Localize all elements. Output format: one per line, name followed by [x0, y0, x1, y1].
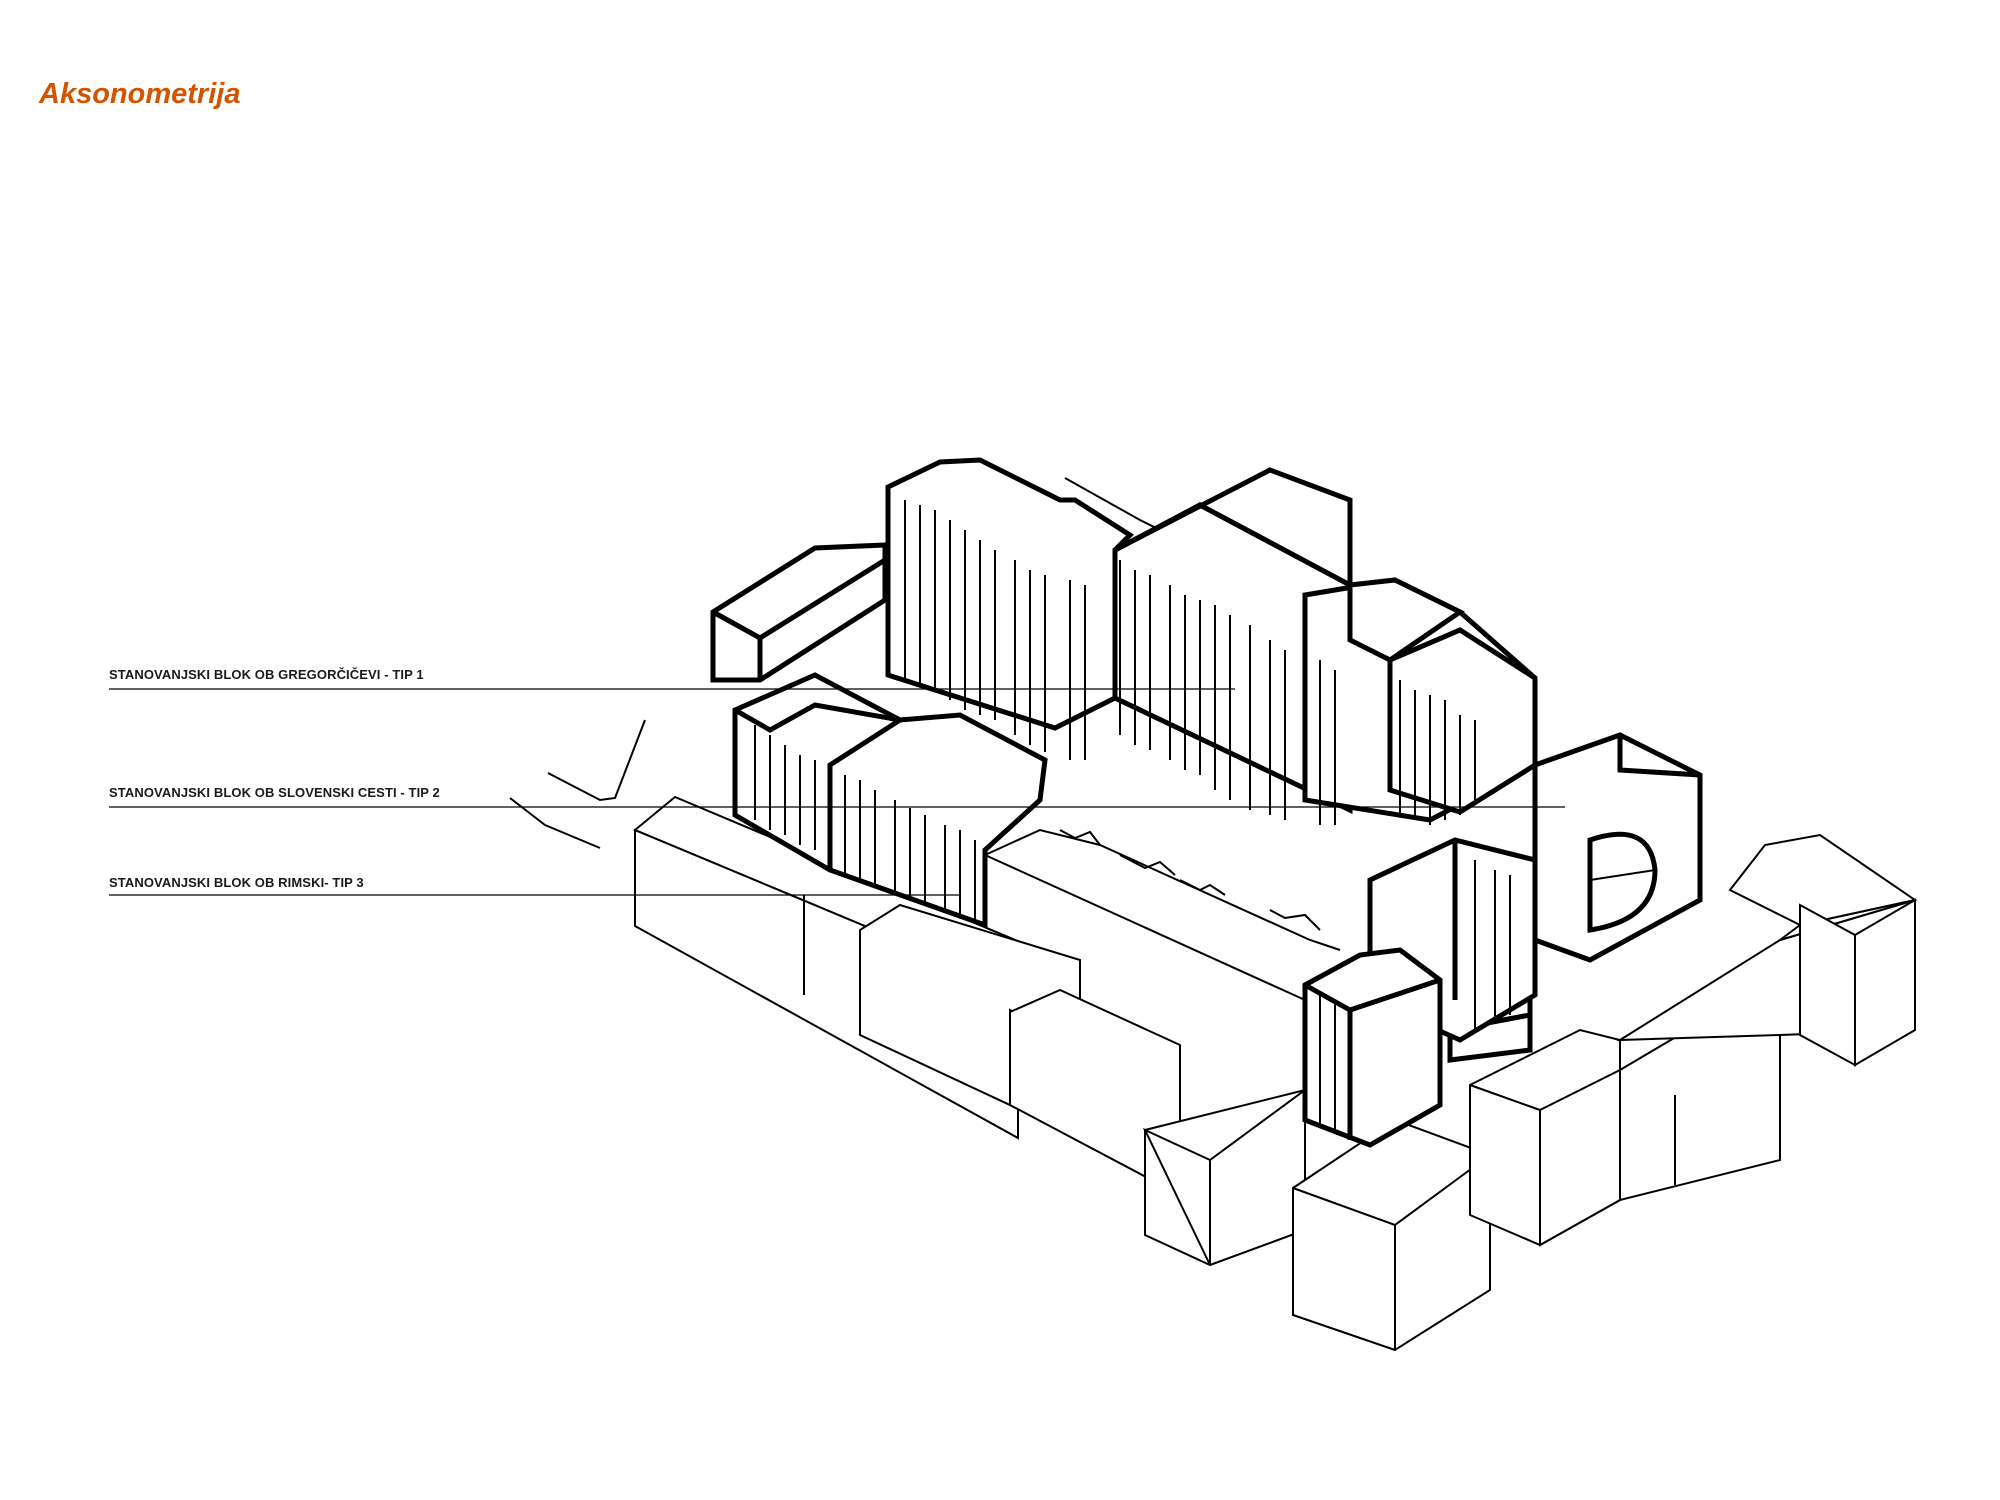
callout-label-tip-1: STANOVANJSKI BLOK OB GREGORČIČEVI - TIP …: [109, 667, 424, 682]
callout-leaders: [109, 688, 1565, 896]
block-rimska-tip-3: [1302, 732, 1703, 1148]
callout-label-tip-3: STANOVANJSKI BLOK OB RIMSKI- TIP 3: [109, 875, 364, 890]
existing-buildings: [633, 795, 1918, 1352]
callout-label-tip-2: STANOVANJSKI BLOK OB SLOVENSKI CESTI - T…: [109, 785, 440, 800]
block-gregorciceva-tip-1: [710, 457, 1538, 825]
page-title: Aksonometrija: [39, 78, 241, 110]
block-slovenska-cesta-tip-2: [732, 672, 1048, 929]
